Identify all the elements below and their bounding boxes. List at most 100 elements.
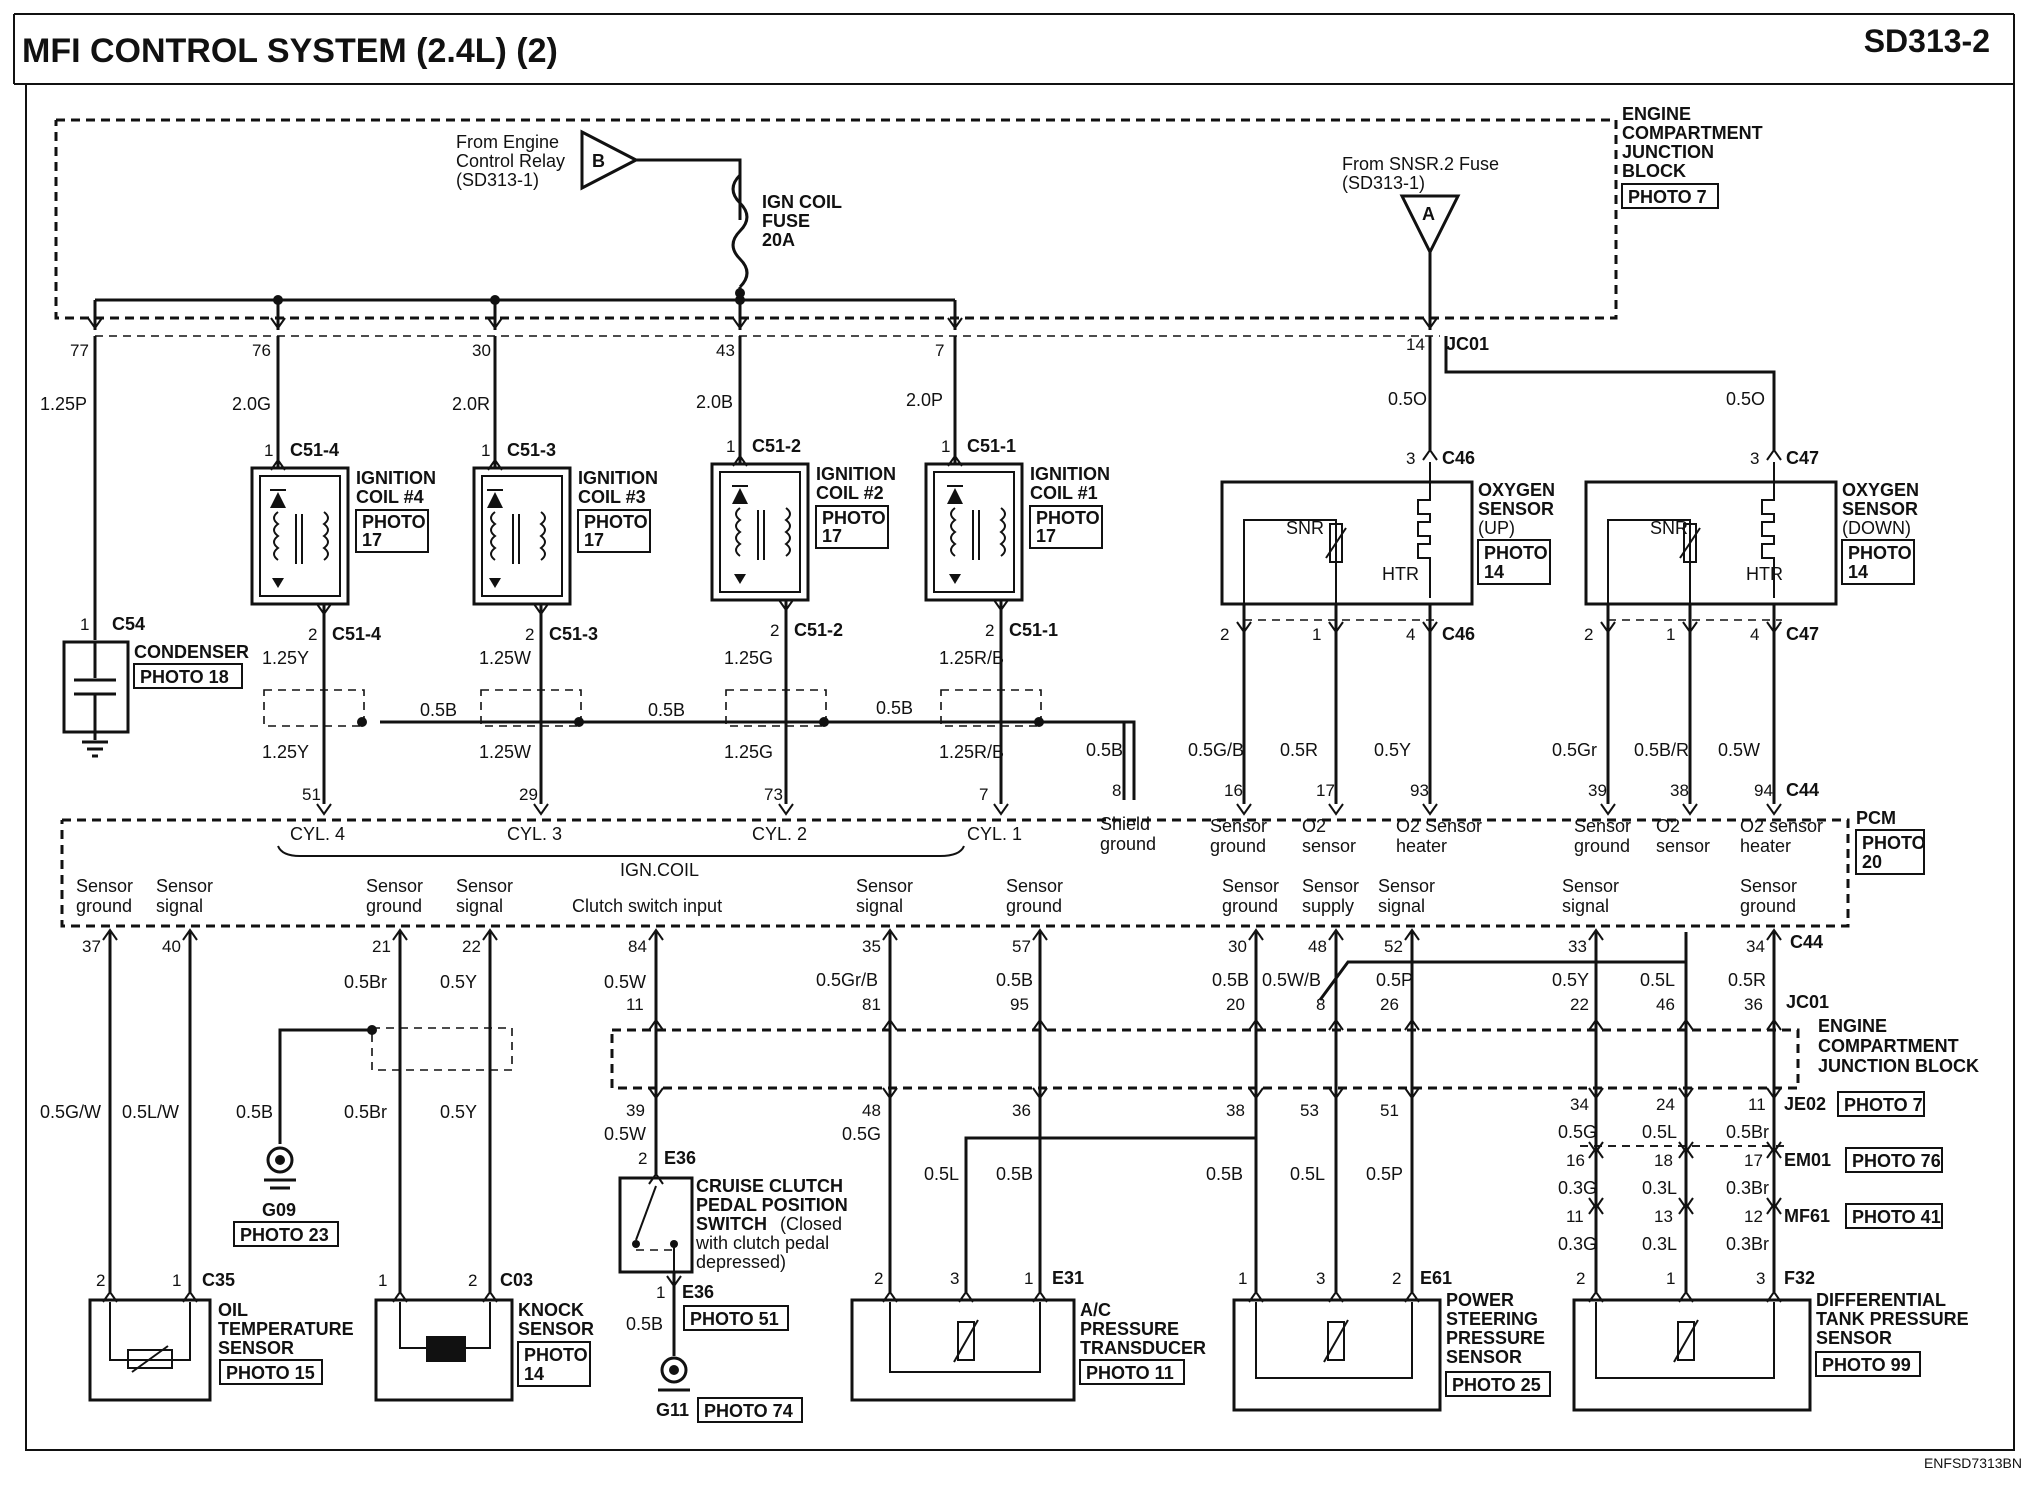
coil-box [710, 462, 810, 602]
svg-text:signal: signal [156, 896, 203, 916]
connector-arrow [1588, 1146, 1604, 1159]
connector-arrow [1032, 1018, 1048, 1031]
connector-arrow [1678, 1202, 1694, 1215]
svg-text:A/C: A/C [1080, 1300, 1111, 1320]
svg-text:1: 1 [1666, 1269, 1675, 1288]
connector-arrow [1248, 928, 1264, 941]
switch-icon [635, 1185, 657, 1241]
svg-text:26: 26 [1380, 995, 1399, 1014]
svg-text:C51-4: C51-4 [290, 440, 339, 460]
svg-text:1: 1 [1666, 625, 1675, 644]
connector-c35: C35 [202, 1270, 235, 1290]
connector-arrow [1766, 1197, 1782, 1210]
svg-text:0.5Gr: 0.5Gr [1552, 740, 1597, 760]
svg-text:4: 4 [1406, 625, 1415, 644]
svg-text:CONDENSER: CONDENSER [134, 642, 249, 662]
svg-text:14: 14 [1484, 562, 1504, 582]
svg-text:1: 1 [172, 1271, 181, 1290]
condenser: 1 C54 CONDENSER PHOTO 18 [62, 614, 249, 758]
connector-arrow [648, 1018, 664, 1031]
knock-sensor-box [374, 1298, 514, 1402]
connector-arrow [1678, 1197, 1694, 1210]
pcm-label-l3: Sensor [366, 876, 423, 896]
diagram-code: SD313-2 [1864, 23, 1990, 59]
connector-arrow [1236, 621, 1252, 634]
svg-text:1.25Y: 1.25Y [262, 648, 309, 668]
connector-arrow [1328, 621, 1344, 634]
svg-text:PHOTO: PHOTO [584, 512, 648, 532]
svg-text:17: 17 [362, 530, 382, 550]
svg-text:1.25Y: 1.25Y [262, 742, 309, 762]
ecjb2-label: ENGINE COMPARTMENT JUNCTION BLOCK [1818, 1016, 1979, 1076]
pcm-label-l4: Sensor [456, 876, 513, 896]
connector-arrow [482, 928, 498, 941]
pcm-pin: 57 [1012, 937, 1031, 956]
diagram-border [25, 83, 2015, 1451]
svg-text:C51-1: C51-1 [967, 436, 1016, 456]
connector-arrow [182, 928, 198, 941]
svg-text:36: 36 [1744, 995, 1763, 1014]
svg-text:PHOTO: PHOTO [1036, 508, 1100, 528]
svg-text:TEMPERATURE: TEMPERATURE [218, 1319, 354, 1339]
coil-winding-icon [735, 507, 742, 557]
ps-wire-3: 0.5P [1376, 970, 1413, 990]
svg-text:0.5Y: 0.5Y [1374, 740, 1411, 760]
svg-text:ground: ground [1006, 896, 1062, 916]
connector-em01: EM01 [1784, 1150, 1831, 1170]
shield-wire-3: 0.5B [876, 698, 913, 718]
svg-text:COMPARTMENT: COMPARTMENT [1818, 1036, 1959, 1056]
connector-arrow [1236, 803, 1252, 816]
svg-text:0.3Br: 0.3Br [1726, 1234, 1769, 1254]
ign-coil-fuse: IGN COIL FUSE 20A [731, 173, 842, 289]
wire-2-0r: 2.0R [452, 394, 490, 414]
svg-text:ground: ground [1740, 896, 1796, 916]
svg-text:1: 1 [1238, 1269, 1247, 1288]
svg-text:SENSOR: SENSOR [518, 1319, 594, 1339]
dtp-wire-1: 0.5Y [1552, 970, 1589, 990]
svg-text:(Closed: (Closed [780, 1214, 842, 1234]
svg-text:C51-3: C51-3 [507, 440, 556, 460]
connector-arrow [1766, 803, 1782, 816]
source-b-from-engine-control-relay: From Engine Control Relay (SD313-1) B [456, 129, 640, 191]
svg-text:11: 11 [1566, 1207, 1584, 1226]
connector-arrow [1766, 621, 1782, 634]
svg-text:From SNSR.2 Fuse: From SNSR.2 Fuse [1342, 154, 1499, 174]
svg-text:COIL #3: COIL #3 [578, 487, 646, 507]
pin-76: 76 [252, 341, 271, 360]
svg-text:IGNITION: IGNITION [578, 468, 658, 488]
svg-text:C51-3: C51-3 [549, 624, 598, 644]
connector-arrow [882, 1087, 898, 1100]
connector-arrow [1766, 928, 1782, 941]
svg-text:ENGINE: ENGINE [1818, 1016, 1887, 1036]
svg-text:4: 4 [1750, 625, 1759, 644]
svg-text:heater: heater [1740, 836, 1791, 856]
svg-text:SENSOR: SENSOR [218, 1338, 294, 1358]
svg-text:1.25G: 1.25G [724, 648, 773, 668]
svg-text:17: 17 [822, 526, 842, 546]
clutch-wire-1: 0.5W [604, 972, 646, 992]
svg-text:0.5G/B: 0.5G/B [1188, 740, 1244, 760]
connector-arrow [648, 1087, 664, 1100]
connector-c03: C03 [500, 1270, 533, 1290]
oil-temp-wire-2: 0.5L/W [122, 1102, 179, 1122]
wire-0-5o-down: 0.5O [1726, 389, 1765, 409]
svg-text:ground: ground [76, 896, 132, 916]
wire-2-0b: 2.0B [696, 392, 733, 412]
pcm-label-l8: Sensor [1222, 876, 1279, 896]
svg-text:8: 8 [1316, 995, 1325, 1014]
svg-text:0.3L: 0.3L [1642, 1234, 1677, 1254]
coil-box [472, 466, 572, 606]
pcm-label-l2: Sensor [156, 876, 213, 896]
connector-arrow [1032, 1087, 1048, 1100]
svg-text:0.5Br: 0.5Br [344, 1102, 387, 1122]
connector-arrow [1678, 1018, 1694, 1031]
connector-arrow [1682, 803, 1698, 816]
connector-arrow [1678, 1146, 1694, 1159]
svg-text:0.5Br: 0.5Br [1726, 1122, 1769, 1142]
shield-pin: 8 [1112, 781, 1121, 800]
svg-text:COIL #2: COIL #2 [816, 483, 884, 503]
o2-sensor-box [1220, 480, 1474, 606]
pcm-outline [60, 818, 1850, 928]
svg-text:IGNITION: IGNITION [816, 464, 896, 484]
connector-jc01-lower: JC01 [1786, 992, 1829, 1012]
